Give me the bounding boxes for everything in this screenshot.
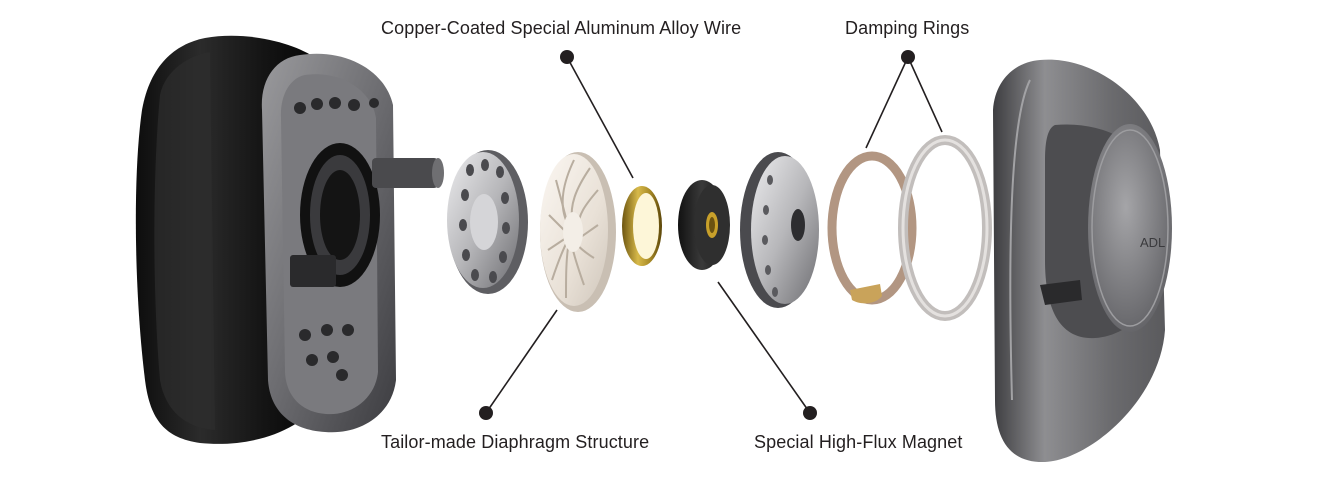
marker-damping-rings [901,50,915,64]
leader-lines [485,56,943,414]
label-diaphragm: Tailor-made Diaphragm Structure [381,432,650,452]
outer-cup: ADL [993,59,1172,463]
rear-plate [740,152,819,308]
leader-copper-wire [566,56,634,179]
damping-ring-1 [827,151,917,305]
copper-wire-ring [622,186,662,266]
front-plate [447,150,528,294]
marker-magnet [803,406,817,420]
marker-copper-wire [560,50,574,64]
ear-pad-assembly [135,35,444,444]
label-copper-wire: Copper-Coated Special Aluminum Alloy Wir… [381,18,742,38]
leader-magnet [717,281,811,414]
magnet [678,180,730,270]
leader-damping-ring-2 [907,56,943,133]
damping-ring-2 [898,135,992,321]
marker-diaphragm [479,406,493,420]
cup-logo: ADL [1140,235,1165,250]
leader-damping-ring-1 [865,56,909,149]
label-damping-rings: Damping Rings [845,18,970,38]
leader-diaphragm [485,309,558,414]
diaphragm [540,152,616,312]
label-magnet: Special High-Flux Magnet [754,432,963,452]
